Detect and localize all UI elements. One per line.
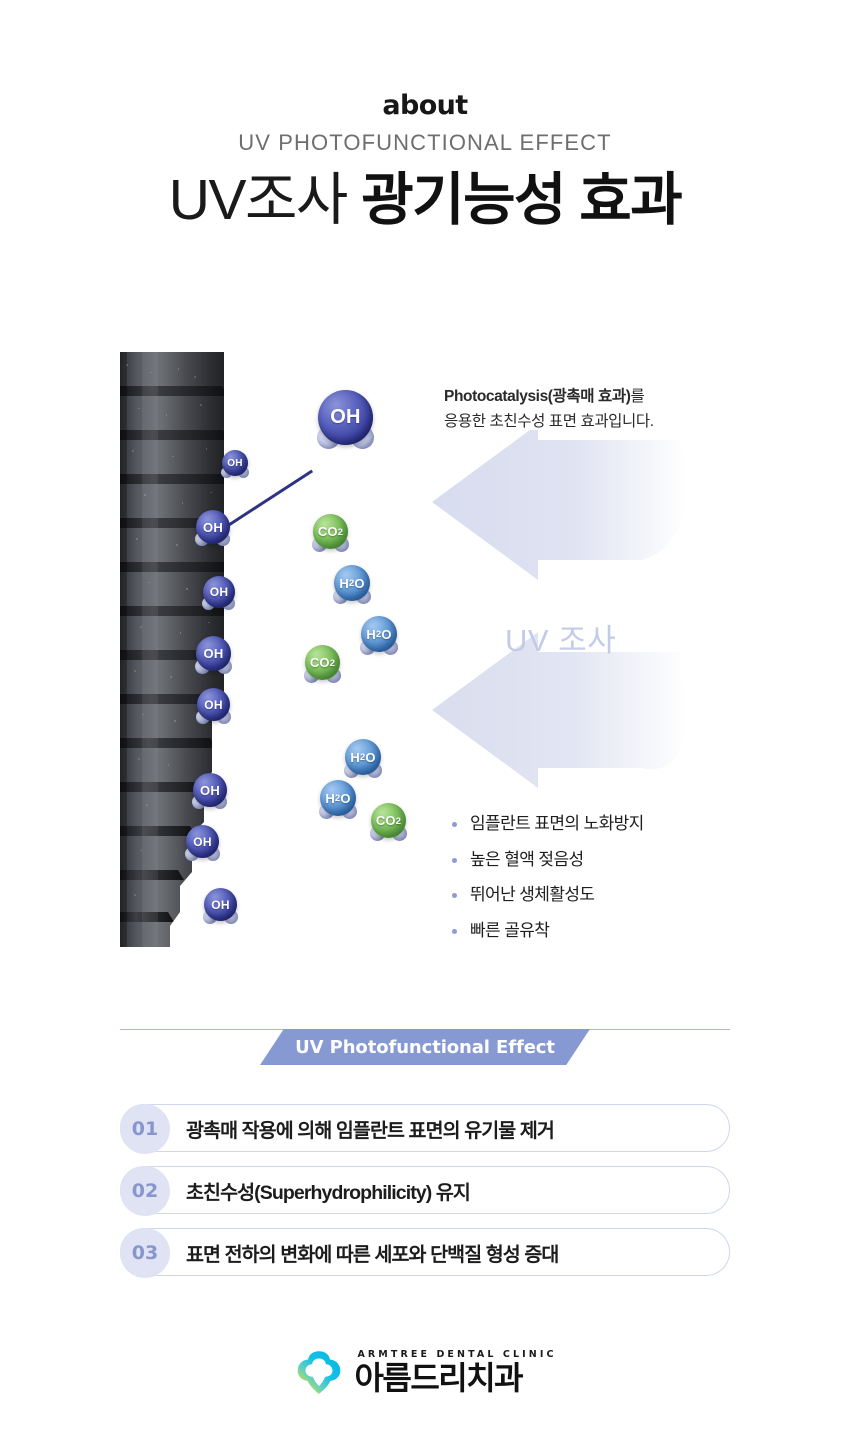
molecule-oh: OH: [185, 825, 220, 861]
molecule-oh: OH: [202, 576, 235, 610]
molecule-oh: OH: [196, 688, 231, 724]
uv-irradiation-label: UV 조사: [505, 623, 617, 658]
molecule-oh: OH: [221, 450, 249, 478]
page-title: UV조사 광기능성 효과: [0, 168, 850, 232]
molecule-core: OH: [196, 510, 230, 544]
arrow-up-shape: [432, 430, 687, 580]
step-text: 초친수성(Superhydrophilicity) 유지: [186, 1181, 471, 1204]
header-subtitle: UV PHOTOFUNCTIONAL EFFECT: [238, 130, 612, 155]
arrow-down-shape: [432, 632, 688, 788]
table-row: 02 초친수성(Superhydrophilicity) 유지: [120, 1166, 730, 1216]
benefit-list: 임플란트 표면의 노화방지 높은 혈액 젖음성 뛰어난 생체활성도 빠른 골유착: [452, 815, 772, 957]
logo-korean-name: 아름드리치과: [354, 1359, 523, 1396]
list-item: 뛰어난 생체활성도: [452, 886, 772, 903]
molecule-core: OH: [196, 636, 231, 671]
lead-rest: 를: [630, 388, 645, 405]
status-badge: 01: [120, 1104, 170, 1154]
molecule-oh: OH: [192, 773, 227, 809]
status-badge: 02: [120, 1166, 170, 1216]
molecule-oh: OH: [195, 636, 232, 674]
lead-line2: 응용한 초친수성 표면 효과입니다.: [444, 413, 654, 431]
molecule-core: OH: [186, 825, 219, 858]
molecule-core: OH: [193, 773, 227, 807]
molecule-core: OH: [318, 390, 373, 445]
banner-label: UV Photofunctional Effect: [295, 1036, 555, 1058]
page-header: about UV PHOTOFUNCTIONAL EFFECT UV조사 광기능…: [0, 92, 850, 231]
list-item: 임플란트 표면의 노화방지: [452, 815, 772, 832]
list-item: 빠른 골유착: [452, 922, 772, 939]
molecule-oh: OH: [203, 888, 238, 924]
step-text: 표면 전하의 변화에 따른 세포와 단백질 형성 증대: [186, 1243, 559, 1266]
armtree-cloud-icon: [298, 1351, 341, 1394]
molecule-core: OH: [204, 888, 237, 921]
illustration-stage: UV 조사: [0, 330, 850, 970]
logo-text-block: ARMTREE DENTAL CLINIC 아름드리치과: [354, 1349, 556, 1394]
molecule-core: OH: [203, 576, 235, 608]
effect-steps-list: 01 광촉매 작용에 의해 임플란트 표면의 유기물 제거 02 초친수성(Su…: [120, 1104, 730, 1290]
molecule-oh: OH: [195, 510, 230, 546]
banner-chip: UV Photofunctional Effect: [260, 1029, 590, 1065]
page-title-bold: 광기능성 효과: [361, 168, 682, 232]
uv-irradiation-arrows: [432, 430, 688, 788]
molecule-oh: OH: [317, 390, 374, 449]
lead-bold: Photocatalysis(광촉매 효과): [444, 388, 631, 405]
status-badge: 03: [120, 1228, 170, 1278]
table-row: 03 표면 전하의 변화에 따른 세포와 단백질 형성 증대: [120, 1228, 730, 1278]
section-banner: UV Photofunctional Effect: [0, 1018, 850, 1078]
page-title-light: UV조사: [168, 168, 349, 232]
molecule-core: OH: [222, 450, 248, 476]
logo-english-name: ARMTREE DENTAL CLINIC: [357, 1348, 557, 1360]
table-row: 01 광촉매 작용에 의해 임플란트 표면의 유기물 제거: [120, 1104, 730, 1154]
header-eyebrow: about: [382, 90, 468, 121]
clinic-logo: ARMTREE DENTAL CLINIC 아름드리치과: [0, 1336, 850, 1406]
molecule-core: OH: [197, 688, 230, 721]
step-text: 광촉매 작용에 의해 임플란트 표면의 유기물 제거: [186, 1119, 555, 1142]
list-item: 높은 혈액 젖음성: [452, 851, 772, 868]
lead-paragraph: Photocatalysis(광촉매 효과)를 응용한 초친수성 표면 효과입니…: [444, 384, 774, 434]
